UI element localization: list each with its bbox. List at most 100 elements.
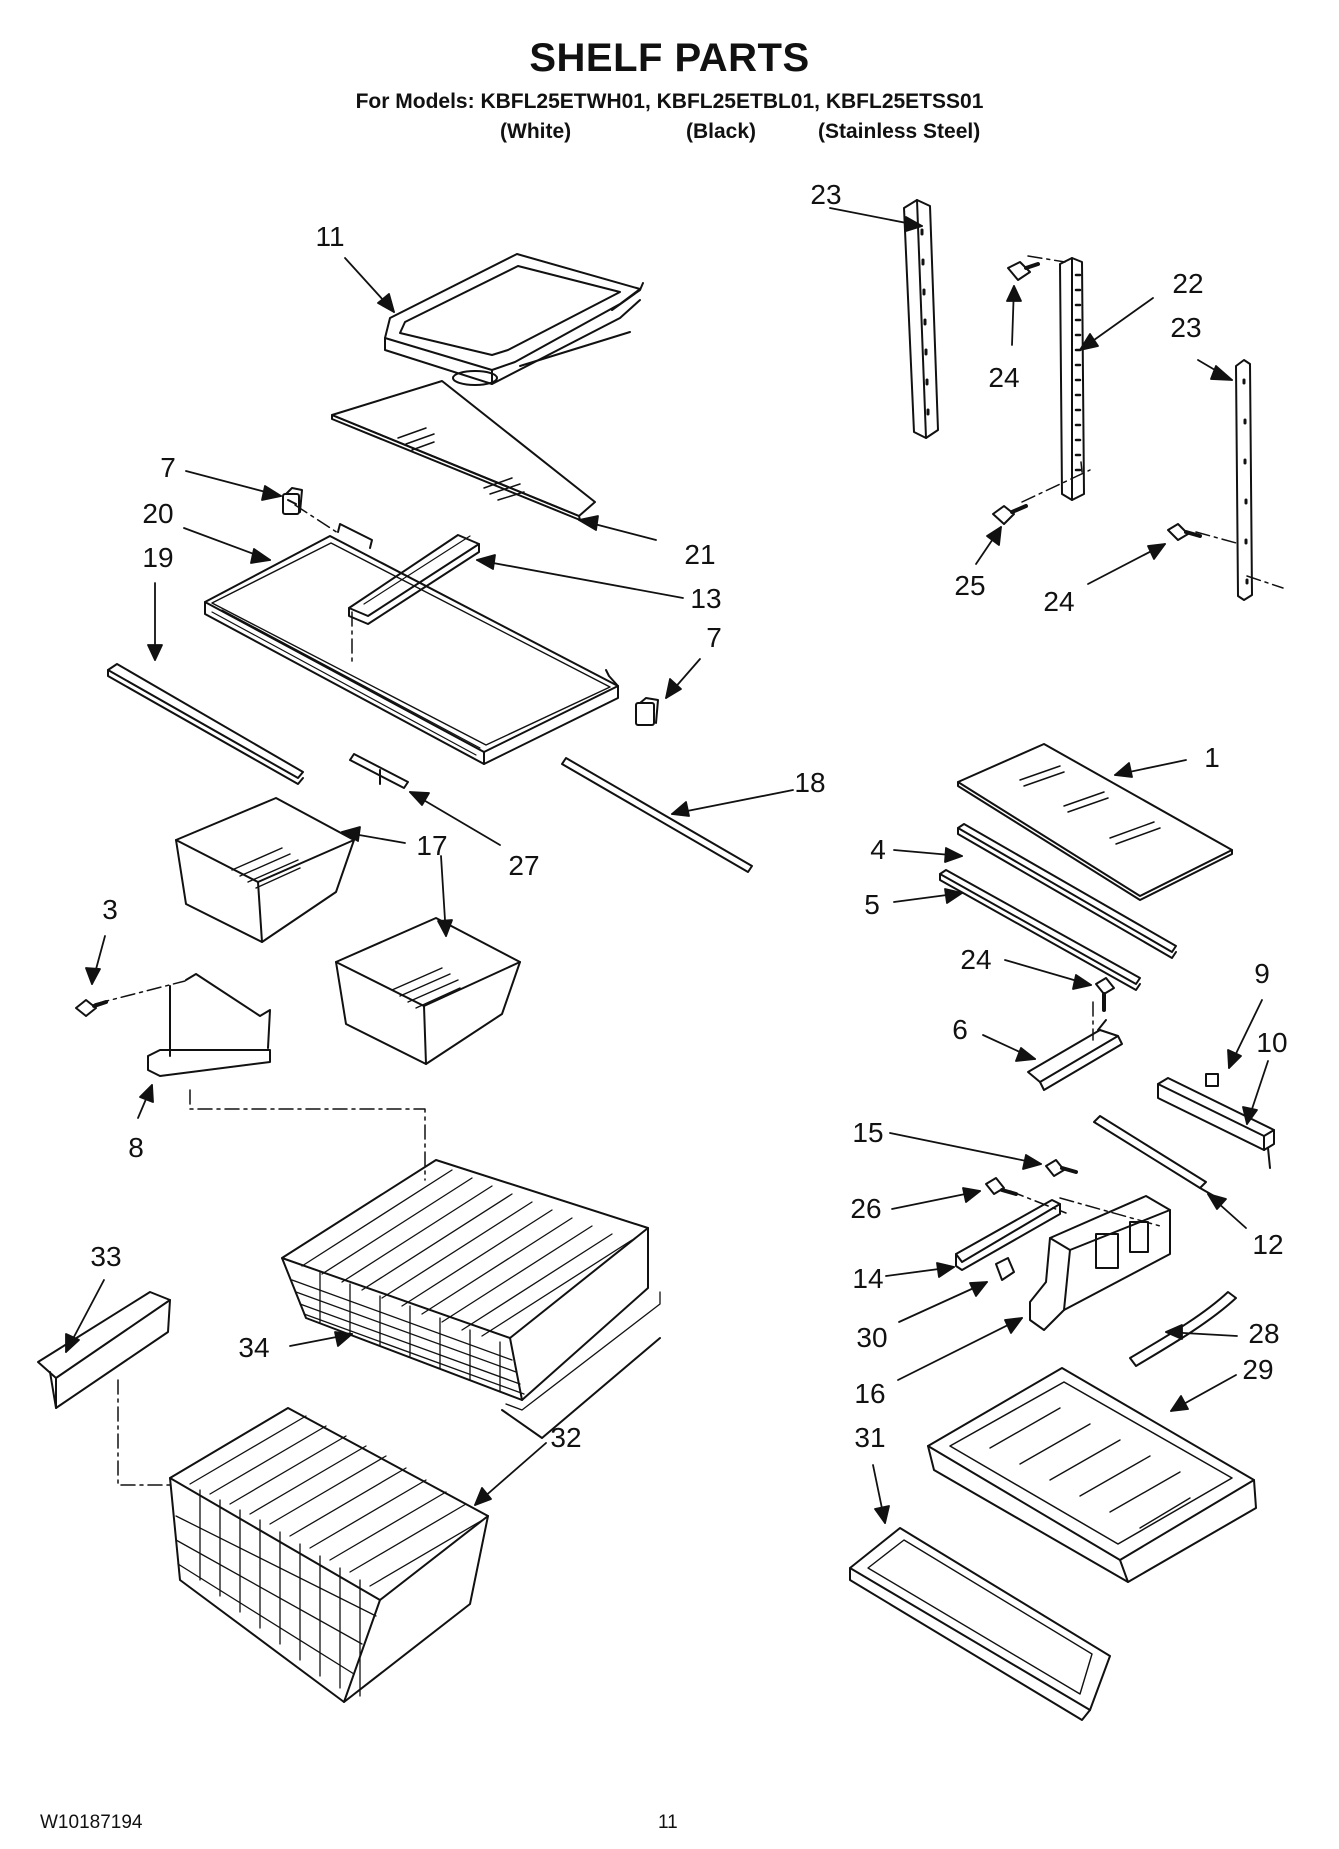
leader-10 [1242, 1060, 1269, 1125]
leader-4 [893, 847, 963, 863]
leader-19 [147, 582, 163, 661]
part-29-deli-drawer [927, 1367, 1257, 1583]
page-number: 11 [658, 1812, 678, 1833]
leader-1 [1114, 759, 1187, 778]
part-12-rod [1093, 1115, 1215, 1197]
callout-26: 26 [850, 1193, 882, 1224]
leader-21 [578, 515, 657, 541]
leader-34 [289, 1331, 353, 1347]
callout-4: 4 [870, 834, 886, 865]
leader-6 [982, 1034, 1036, 1062]
part-31-drawer-trim [849, 1527, 1111, 1721]
part-33-divider [37, 1291, 171, 1409]
leader-23b [1197, 359, 1233, 381]
leader-12 [1207, 1193, 1247, 1229]
leader-13 [476, 554, 684, 599]
part-7-clip-lower [635, 697, 659, 726]
leader-11 [344, 257, 395, 313]
part-28-handle [1129, 1291, 1237, 1367]
callout-34: 34 [238, 1332, 270, 1363]
part-23-rail-left [903, 199, 939, 439]
leader-24b [1087, 543, 1166, 585]
page-title: SHELF PARTS [529, 36, 810, 80]
leader-31 [872, 1464, 890, 1524]
callout-19: 19 [142, 542, 174, 573]
part-4-trim [957, 823, 1177, 959]
leader-3 [85, 935, 106, 985]
leader-14 [885, 1262, 955, 1278]
callout-6: 6 [952, 1014, 968, 1045]
part-26-screw [985, 1177, 1018, 1196]
callout-21: 21 [684, 539, 716, 570]
callout-30: 30 [856, 1322, 888, 1353]
callout-24: 24 [988, 362, 1020, 393]
leader-24c [1004, 959, 1092, 990]
callout-11: 11 [315, 221, 345, 252]
part-17-crisper-lower [335, 917, 521, 1065]
callout-24: 24 [960, 944, 992, 975]
part-27-bracket [349, 753, 409, 789]
part-24-screw-upper [1007, 261, 1040, 281]
part-20-shelf-frame [204, 523, 619, 765]
callout-20: 20 [142, 498, 174, 529]
variant-black: (Black) [686, 120, 757, 143]
leader-26 [891, 1187, 981, 1210]
leader-22 [1079, 297, 1154, 351]
part-16-housing [1029, 1195, 1171, 1331]
leader-32 [474, 1442, 547, 1506]
part-9-clip [1205, 1073, 1219, 1087]
callout-23: 23 [810, 179, 842, 210]
part-23-rail-right [1235, 359, 1253, 601]
leader-28 [1165, 1324, 1238, 1340]
leader-9 [1227, 999, 1263, 1069]
variant-stainless: (Stainless Steel) [818, 120, 981, 143]
leader-27 [409, 791, 501, 846]
callout-32: 32 [550, 1422, 582, 1453]
leader-23a [829, 207, 923, 232]
model-list: For Models: KBFL25ETWH01, KBFL25ETBL01, … [355, 90, 984, 113]
part-21-glass-shelf [331, 380, 596, 521]
leader-16 [897, 1317, 1023, 1381]
callout-29: 29 [1242, 1354, 1274, 1385]
callout-33: 33 [90, 1241, 122, 1272]
part-15-screw [1045, 1159, 1078, 1177]
leader-20 [183, 527, 271, 564]
part-5-trim [939, 869, 1141, 991]
callout-13: 13 [690, 583, 722, 614]
leader-7b [665, 658, 701, 699]
callout-3: 3 [102, 894, 118, 925]
callout-31: 31 [854, 1422, 886, 1453]
callout-22: 22 [1172, 268, 1204, 299]
part-34-wire-basket [281, 1159, 661, 1439]
leader-25 [975, 526, 1002, 565]
part-14-slide [955, 1199, 1061, 1271]
callout-9: 9 [1254, 958, 1270, 989]
callout-15: 15 [852, 1117, 884, 1148]
callout-7: 7 [706, 622, 722, 653]
callout-25: 25 [954, 570, 986, 601]
part-30-clip [995, 1257, 1015, 1281]
part-32-wire-basket [169, 1407, 489, 1703]
part-6-bracket [1027, 1019, 1123, 1091]
callout-27: 27 [508, 850, 540, 881]
callout-24: 24 [1043, 586, 1075, 617]
part-18-rod [561, 757, 753, 873]
callout-18: 18 [794, 767, 826, 798]
leader-5 [893, 888, 963, 904]
callout-7: 7 [160, 452, 176, 483]
leader-29 [1170, 1374, 1237, 1412]
callout-1: 1 [1204, 742, 1220, 773]
callout-14: 14 [852, 1263, 884, 1294]
part-1-glass-shelf [957, 743, 1233, 901]
variant-white: (White) [500, 120, 572, 143]
leader-8 [137, 1084, 154, 1119]
part-8-bracket [147, 973, 271, 1077]
leader-24a [1006, 285, 1022, 346]
callout-28: 28 [1248, 1318, 1280, 1349]
callout-10: 10 [1256, 1027, 1288, 1058]
leader-30 [898, 1281, 988, 1323]
callout-8: 8 [128, 1132, 144, 1163]
leader-18 [671, 789, 794, 817]
